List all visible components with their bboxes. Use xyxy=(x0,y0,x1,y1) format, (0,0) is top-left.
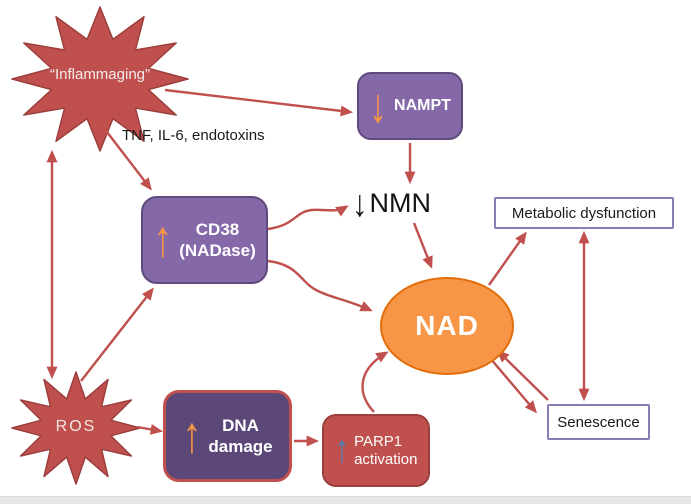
metabolic-dysfunction-label: Metabolic dysfunction xyxy=(511,204,657,222)
arrow-cd38-to-nad xyxy=(267,259,373,312)
arrow-nmn-to-nad xyxy=(412,222,433,269)
arrow-ros-to-cd38 xyxy=(80,287,154,382)
bottom-border-strip xyxy=(0,496,691,504)
senescence-label: Senescence xyxy=(557,413,640,431)
arrow-parp1-to-nad xyxy=(361,351,389,413)
nampt-box: ↓ NAMPT xyxy=(357,72,463,140)
ros-star-shape xyxy=(11,371,141,485)
arrow-senescence-to-nad xyxy=(496,349,549,401)
arrow-nad-to-metabolic xyxy=(488,231,527,286)
cd38-label-line2: (NADase) xyxy=(179,241,256,260)
parp1-label-line2: activation xyxy=(354,450,418,468)
inflammaging-label: “Inflammaging” xyxy=(49,66,151,83)
parp1-label-line1: PARP1 xyxy=(354,432,403,450)
cd38-label-line1: CD38 xyxy=(195,220,240,239)
nmn-node: ↓ NMN xyxy=(352,182,432,225)
arrow-cd38-to-nmn xyxy=(267,205,349,231)
senescence-box: Senescence xyxy=(547,404,650,440)
dna-damage-label-line2: damage xyxy=(208,437,273,456)
tnf-il6-endotoxins-label: TNF, IL-6, endotoxins xyxy=(122,127,265,144)
ros-label: ROS xyxy=(55,418,97,435)
dna-damage-box: ↑ DNA damage xyxy=(163,390,292,482)
metabolic-dysfunction-box: Metabolic dysfunction xyxy=(494,197,674,229)
arrow-nad-to-senescence xyxy=(489,357,538,414)
up-arrow-icon: ↑ xyxy=(182,407,202,465)
down-arrow-icon: ↓ xyxy=(369,77,388,133)
nampt-label: NAMPT xyxy=(394,97,451,114)
up-arrow-icon: ↑ xyxy=(334,428,350,472)
nad-ellipse: NAD xyxy=(380,277,514,375)
down-arrow-icon: ↓ xyxy=(352,182,368,225)
inflammaging-star-shape xyxy=(11,6,189,152)
nmn-label: NMN xyxy=(369,188,432,218)
parp1-activation-box: ↑ PARP1 activation xyxy=(322,414,430,487)
arrow-inflammaging-to-cd38 xyxy=(96,118,152,191)
dna-damage-label-line1: DNA xyxy=(222,416,259,435)
up-arrow-icon: ↑ xyxy=(153,211,173,269)
cd38-box: ↑ CD38 (NADase) xyxy=(141,196,268,284)
nad-label: NAD xyxy=(415,310,479,341)
arrow-ros-to-dna-damage xyxy=(136,423,164,435)
arrow-inflammaging-to-nampt xyxy=(164,88,354,117)
